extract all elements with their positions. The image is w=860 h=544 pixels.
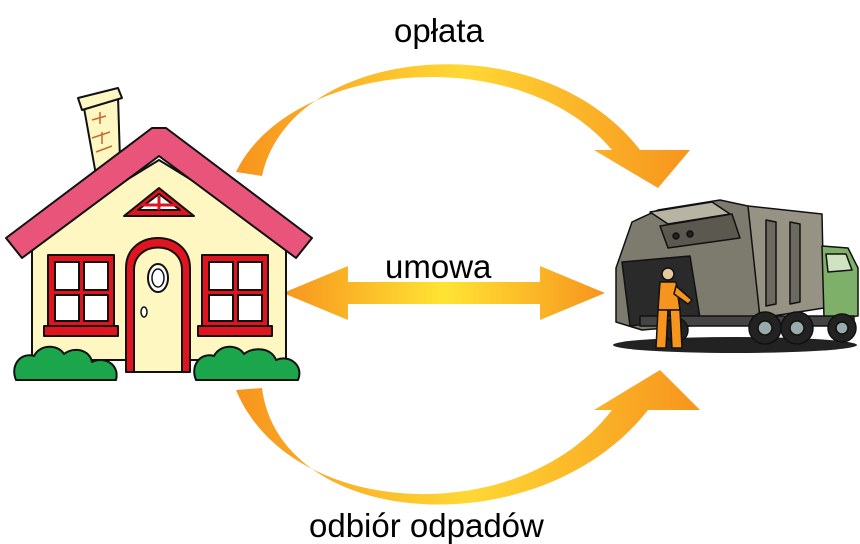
waste-collection-arrow (236, 370, 700, 505)
waste-collection-label: odbiór odpadów (309, 507, 544, 544)
payment-arrow (236, 64, 690, 188)
contract-label: umowa (385, 248, 492, 285)
garbage-truck-icon (613, 199, 859, 353)
house-icon (5, 87, 313, 381)
contract-arrow (283, 266, 605, 320)
payment-label: opłata (394, 12, 484, 49)
